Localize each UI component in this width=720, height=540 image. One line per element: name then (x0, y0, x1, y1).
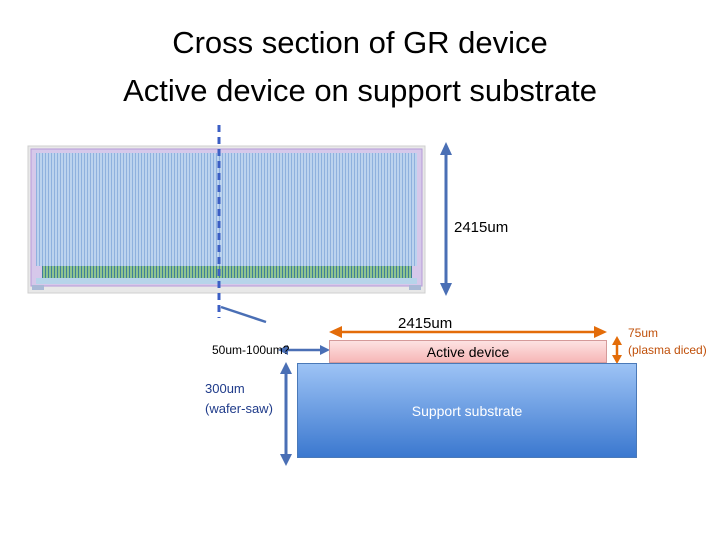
support-substrate-label: Support substrate (411, 402, 523, 419)
saw-depth-arrow (280, 362, 292, 466)
title-line-1: Cross section of GR device (172, 25, 548, 60)
thinning-arrow (278, 345, 330, 355)
device-cross-section-image (27, 145, 426, 294)
pitch-dimension-arrow (440, 142, 452, 296)
saw-depth-label: 300um (205, 381, 245, 396)
active-device-layer: Active device (329, 340, 607, 363)
title-line-2: Active device on support substrate (123, 73, 597, 108)
plasma-method-label: (plasma diced) (628, 343, 707, 357)
pitch-dimension-label: 2415um (454, 219, 509, 236)
thinning-label: 50um-100um? (212, 343, 290, 357)
active-width-arrow (329, 326, 607, 338)
active-width-label: 2415um (398, 315, 453, 332)
cut-pointer-line (220, 305, 267, 324)
support-substrate-layer: Support substrate (297, 363, 637, 458)
plasma-depth-arrow (612, 336, 622, 364)
active-device-label: Active device (426, 343, 510, 360)
plasma-depth-label: 75um (628, 326, 659, 340)
saw-method-label: (wafer-saw) (205, 401, 273, 416)
